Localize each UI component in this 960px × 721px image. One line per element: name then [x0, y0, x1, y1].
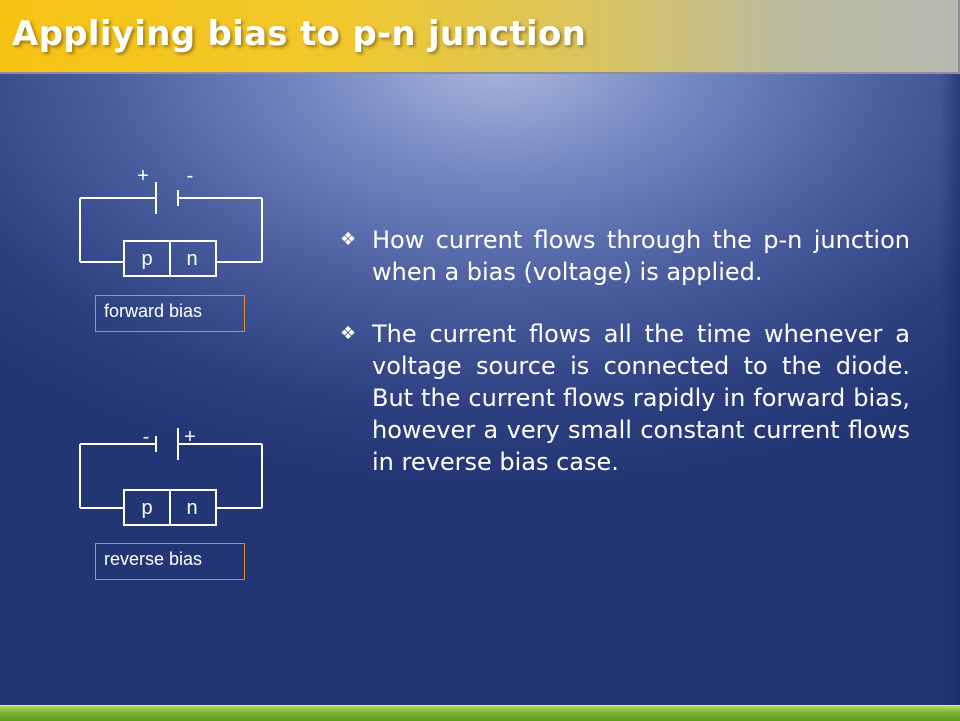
- bullet-text-bias-comparison: The current flows all the time whenever …: [372, 320, 910, 476]
- diamond-bullet-icon: ❖: [340, 323, 357, 344]
- bottom-stripe: [0, 705, 960, 721]
- bullet-list: ❖ How current flows through the p-n junc…: [340, 224, 910, 508]
- bullet-item: ❖ How current flows through the p-n junc…: [340, 224, 910, 288]
- reverse-bias-caption: reverse bias: [95, 543, 245, 580]
- title-bar: Appliying bias to p-n junction: [0, 0, 960, 74]
- forward-plus-sign: +: [137, 165, 149, 187]
- slide-title: Appliying bias to p-n junction: [12, 14, 587, 54]
- bullet-text-current-flow: How current flows through the p-n juncti…: [372, 226, 910, 286]
- reverse-minus-sign: -: [143, 426, 150, 448]
- forward-bias-diagram: + - p n: [0, 0, 300, 300]
- forward-minus-sign: -: [187, 165, 194, 187]
- right-edge-shade: [940, 74, 960, 705]
- diamond-bullet-icon: ❖: [340, 229, 357, 250]
- forward-bias-caption: forward bias: [95, 295, 245, 332]
- reverse-n-label: n: [186, 497, 197, 519]
- reverse-p-label: p: [141, 497, 152, 519]
- forward-n-label: n: [186, 248, 197, 270]
- bullet-item: ❖ The current flows all the time wheneve…: [340, 318, 910, 478]
- reverse-bias-diagram: - + p n: [0, 250, 300, 550]
- reverse-plus-sign: +: [184, 426, 196, 448]
- forward-p-label: p: [141, 248, 152, 270]
